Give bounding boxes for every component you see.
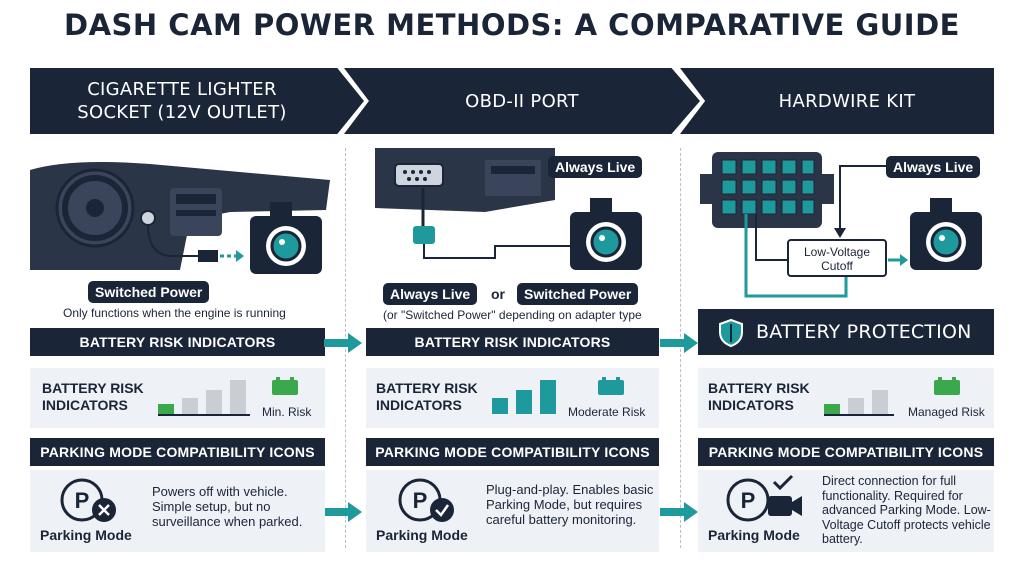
column-divider	[680, 148, 681, 548]
parking-mode-bar: PARKING MODE COMPATIBILITY ICONS	[698, 438, 994, 466]
battery-risk-panel: BATTERY RISK INDICATORS Managed Risk	[698, 368, 994, 428]
always-live-tag: Always Live	[886, 156, 981, 178]
battery-icon	[272, 377, 298, 395]
risk-level-bars	[158, 380, 250, 416]
battery-icon	[598, 377, 624, 395]
battery-risk-panel: BATTERY RISK INDICATORS Min. Risk	[30, 368, 325, 428]
risk-level-bars	[492, 380, 556, 414]
parking-mode-description: Powers off with vehicle. Simple setup, b…	[152, 484, 303, 529]
or-label: or	[491, 286, 505, 302]
battery-protection-bar: BATTERY PROTECTION	[698, 309, 994, 355]
obd-port-illustration	[375, 148, 575, 259]
dash-cam-icon	[910, 198, 982, 270]
risk-level-label: Min. Risk	[262, 405, 312, 419]
svg-text:P: P	[413, 488, 428, 513]
header-line-1: OBD-II PORT	[465, 90, 579, 112]
parking-mode-label: Parking Mode	[708, 527, 800, 543]
column-divider	[345, 148, 346, 548]
parking-mode-panel: P Parking Mode Powers off with vehicle. …	[30, 470, 325, 552]
page-title: DASH CAM POWER METHODS: A COMPARATIVE GU…	[64, 8, 960, 42]
parking-check-icon: P	[398, 478, 454, 522]
header-line-1: HARDWIRE KIT	[778, 90, 916, 112]
header-cigarette-lighter: CIGARETTE LIGHTER SOCKET (12V OUTLET)	[30, 68, 364, 134]
parking-mode-panel: P Parking Mode Direct connection for ful…	[698, 470, 994, 552]
header-line-1: CIGARETTE LIGHTER	[87, 79, 277, 100]
parking-mode-description: Direct connection for full functionality…	[822, 474, 991, 546]
header-line-2: SOCKET (12V OUTLET)	[77, 102, 287, 123]
car-dashboard-illustration	[30, 162, 330, 270]
svg-text:P: P	[741, 488, 756, 513]
parking-mode-description: Plug-and-play. Enables basic Parking Mod…	[486, 482, 654, 527]
switched-power-tag: Switched Power	[517, 283, 639, 305]
arrow-right-icon	[660, 502, 698, 522]
battery-risk-panel: BATTERY RISK INDICATORS Moderate Risk	[366, 368, 659, 428]
header-obd-port: OBD-II PORT	[344, 68, 700, 134]
parking-camera-icon: P	[726, 474, 802, 522]
switched-power-tag: Switched Power	[88, 281, 210, 303]
risk-level-label: Managed Risk	[908, 405, 985, 419]
risk-level-label: Moderate Risk	[568, 405, 646, 419]
arrow-right-icon	[324, 333, 362, 353]
always-live-tag: Always Live	[548, 156, 643, 178]
parking-mode-label: Parking Mode	[40, 527, 132, 543]
risk-panel-title: BATTERY RISK INDICATORS	[708, 380, 810, 413]
arrow-right-icon	[324, 502, 362, 522]
fuse-box-illustration	[700, 152, 908, 298]
risk-panel-title: BATTERY RISK INDICATORS	[376, 380, 478, 413]
low-voltage-cutoff-module: Low-Voltage Cutoff	[787, 239, 887, 277]
parking-mode-panel: P Parking Mode Plug-and-play. Enables ba…	[366, 470, 659, 552]
dash-cam-icon	[570, 198, 642, 270]
always-live-tag: Always Live	[383, 283, 478, 305]
risk-panel-title: BATTERY RISK INDICATORS	[42, 380, 144, 413]
battery-risk-bar: BATTERY RISK INDICATORS	[366, 328, 659, 356]
svg-text:P: P	[75, 488, 90, 513]
parking-mode-bar: PARKING MODE COMPATIBILITY ICONS	[366, 438, 659, 466]
parking-off-icon: P	[60, 478, 116, 522]
header-hardwire-kit: HARDWIRE KIT	[680, 68, 994, 134]
arrow-right-icon	[660, 333, 698, 353]
parking-mode-bar: PARKING MODE COMPATIBILITY ICONS	[30, 438, 325, 466]
parking-mode-label: Parking Mode	[376, 527, 468, 543]
column-note: (or "Switched Power" depending on adapte…	[383, 308, 642, 322]
column-note: Only functions when the engine is runnin…	[63, 306, 286, 320]
dash-cam-icon	[250, 202, 322, 274]
shield-icon	[719, 318, 743, 348]
battery-icon	[934, 377, 960, 395]
battery-risk-bar: BATTERY RISK INDICATORS	[30, 328, 325, 356]
risk-level-bars	[824, 390, 894, 416]
